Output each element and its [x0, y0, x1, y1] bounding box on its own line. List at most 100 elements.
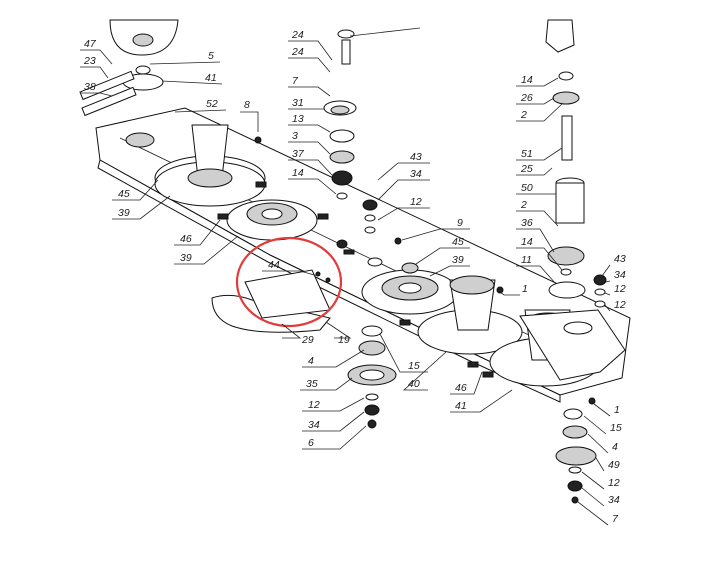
callout-4a: 4: [302, 349, 365, 368]
callout-14a: 14: [288, 167, 337, 195]
callout-label-39a: 39: [118, 207, 130, 219]
callout-25: 25: [516, 163, 553, 176]
highlight-ring: [235, 236, 343, 328]
callout-label-25: 25: [520, 163, 533, 175]
callout-39b: 39: [174, 235, 239, 265]
callout-label-12d: 12: [614, 299, 626, 311]
callout-36: 36: [516, 217, 555, 253]
callout-label-41a: 41: [205, 72, 217, 84]
callout-label-12c: 12: [614, 283, 626, 295]
callout-label-52: 52: [206, 98, 218, 110]
callout-45b: 45: [415, 236, 470, 265]
callout-label-13: 13: [292, 113, 304, 125]
callout-label-36: 36: [521, 217, 533, 229]
callout-label-7a: 7: [292, 75, 299, 87]
callout-label-29: 29: [301, 334, 314, 346]
callout-label-46b: 46: [455, 382, 467, 394]
callout-38: 38: [80, 81, 113, 97]
disc-assembly-3: [361, 262, 459, 326]
skid-plate: [211, 269, 331, 333]
callout-1b: 1: [593, 403, 620, 417]
disc-assembly-4: [417, 275, 523, 368]
callout-19: 19: [325, 321, 352, 346]
callout-label-19: 19: [338, 334, 350, 346]
callout-label-40: 40: [408, 378, 420, 390]
callout-29: 29: [281, 323, 314, 346]
callout-label-26: 26: [520, 92, 533, 104]
callout-52: 52: [174, 98, 227, 113]
callout-label-51: 51: [521, 148, 533, 160]
callout-label-34b: 34: [308, 419, 320, 431]
callout-label-45b: 45: [452, 236, 464, 248]
callout-label-47: 47: [84, 38, 97, 50]
callout-label-24a: 24: [291, 29, 304, 41]
callout-label-12e: 12: [608, 477, 620, 489]
callout-51: 51: [516, 147, 563, 161]
callout-label-2a: 2: [520, 109, 527, 121]
callout-14b: 14: [516, 74, 559, 87]
callout-3: 3: [288, 130, 331, 155]
small-hardware: [254, 136, 504, 294]
callout-label-3: 3: [292, 130, 298, 142]
callouts: 47 23 38 5 41 52 8 45 39 46 39 44 24 24 …: [80, 29, 626, 526]
callout-label-12a: 12: [410, 196, 422, 208]
callout-26: 26: [516, 92, 555, 105]
callout-2b: 2: [516, 199, 559, 227]
callout-14c: 14: [516, 236, 563, 271]
top-left-drum: [79, 19, 179, 117]
callout-39a: 39: [112, 195, 171, 220]
callout-31: 31: [288, 97, 324, 110]
lower-left-stack: [347, 325, 397, 429]
callout-label-12b: 12: [308, 399, 320, 411]
right-shaft-stack: [545, 19, 607, 504]
callout-34d: 34: [581, 487, 620, 507]
callout-13: 13: [288, 113, 331, 133]
callout-2a: 2: [516, 103, 563, 122]
callout-23: 23: [80, 55, 109, 79]
callout-34a: 34: [377, 168, 430, 201]
callout-5: 5: [149, 50, 221, 65]
callout-12e: 12: [581, 471, 620, 490]
callout-34b: 34: [302, 411, 365, 432]
callout-label-39b: 39: [180, 252, 192, 264]
callout-label-23: 23: [83, 55, 96, 67]
callout-11: 11: [516, 254, 557, 285]
callout-24a: 24: [288, 29, 333, 61]
callout-label-14b: 14: [521, 74, 533, 86]
callout-46a: 46: [174, 219, 221, 246]
callout-46b: 46: [450, 371, 483, 395]
callout-label-1a: 1: [522, 283, 528, 295]
callout-label-8: 8: [244, 99, 250, 111]
center-shaft-stack: [323, 27, 421, 267]
callout-24b: 24: [288, 46, 331, 73]
callout-label-4a: 4: [308, 355, 314, 367]
callout-label-37: 37: [292, 148, 305, 160]
callout-37: 37: [288, 148, 333, 176]
callout-50: 50: [516, 182, 556, 195]
callout-label-1b: 1: [614, 404, 620, 416]
callout-label-50: 50: [521, 182, 533, 194]
callout-label-2b: 2: [520, 199, 527, 211]
callout-label-6: 6: [308, 437, 314, 449]
callout-43b: 43: [601, 253, 626, 277]
callout-6: 6: [302, 425, 367, 450]
callout-7a: 7: [288, 75, 331, 97]
callout-label-43a: 43: [410, 151, 422, 163]
callout-label-24b: 24: [291, 46, 304, 58]
callout-12d: 12: [604, 299, 626, 312]
callout-label-46a: 46: [180, 233, 192, 245]
callout-35: 35: [300, 377, 353, 391]
disc-assembly-1: [125, 124, 267, 207]
callout-39c: 39: [429, 254, 470, 277]
callout-15a: 15: [379, 333, 428, 373]
callout-label-38: 38: [84, 81, 96, 93]
callout-label-31: 31: [292, 97, 304, 109]
callout-label-43b: 43: [614, 253, 626, 265]
callout-9: 9: [401, 217, 470, 241]
callout-label-9: 9: [457, 217, 463, 229]
callout-label-34a: 34: [410, 168, 422, 180]
callout-41b: 41: [450, 389, 513, 413]
callout-34c: 34: [605, 269, 626, 283]
